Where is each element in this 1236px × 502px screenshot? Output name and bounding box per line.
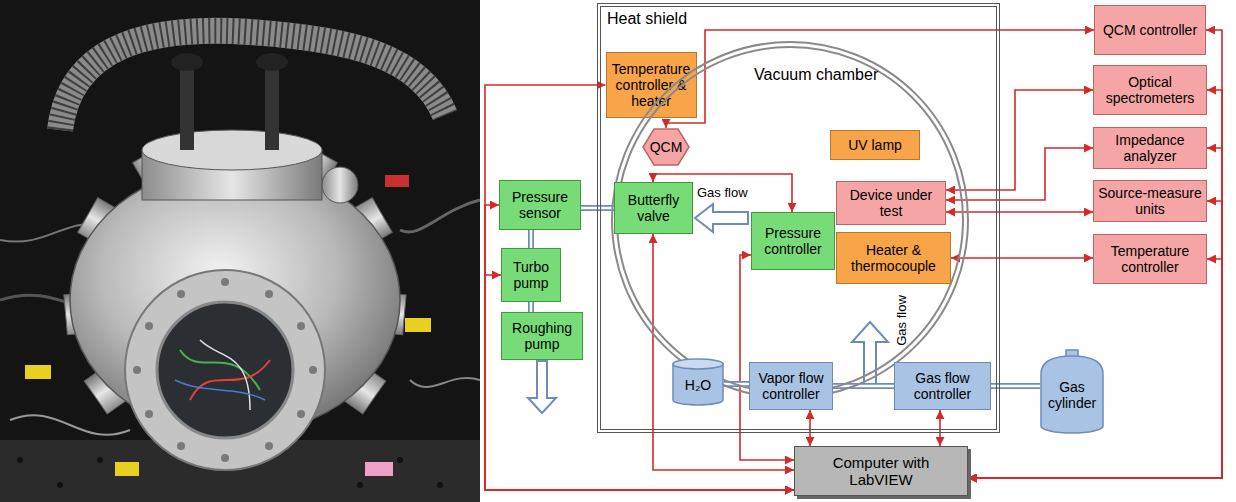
- signal-wire: [485, 205, 794, 490]
- signal-wire: [968, 90, 1222, 478]
- signal-line: [666, 30, 1094, 128]
- pressure-sensor-box: Pressure sensor: [499, 180, 581, 230]
- signal-wire: [968, 259, 1222, 478]
- signal-line: [968, 201, 1222, 478]
- chamber-photo: [0, 0, 480, 502]
- node-label: Device under test: [841, 187, 941, 219]
- node-label: Roughing pump: [506, 320, 578, 352]
- region-title: Vacuum chamber: [754, 66, 878, 84]
- bellows-hose: [60, 31, 445, 130]
- node-label: Temperature controller & heater: [611, 61, 692, 109]
- node-label: H₂O: [685, 377, 711, 393]
- vapor-controller-box: Vapor flow controller: [749, 362, 833, 410]
- node-label: Computer with LabVIEW: [823, 454, 939, 489]
- roughing-pump-box: Roughing pump: [501, 312, 583, 360]
- node-label: Gas flow controller: [899, 370, 986, 402]
- node-label: Vapor flow controller: [754, 370, 828, 402]
- node-label: Optical spectrometers: [1098, 74, 1202, 106]
- photo-background: [0, 0, 480, 502]
- signal-line: [946, 90, 1093, 190]
- top-flange: [142, 53, 322, 200]
- node-label: Temperature controller: [1098, 243, 1202, 275]
- signal-line: [968, 148, 1222, 478]
- connectors: [25, 167, 431, 476]
- instrument-box: Temperature controller: [1093, 234, 1207, 284]
- gas-line: [531, 302, 532, 312]
- butterfly-valve-box: Butterfly valve: [614, 182, 693, 234]
- signal-wire: [946, 148, 1093, 200]
- pressure-controller-box: Pressure controller: [751, 212, 835, 270]
- signal-wire: [951, 257, 1093, 259]
- turbo-pump-box: Turbo pump: [501, 248, 561, 302]
- qcm-hexagon: QCM: [642, 128, 690, 166]
- signal-line: [485, 205, 794, 490]
- signal-line: [810, 410, 811, 446]
- signal-wire: [968, 201, 1222, 478]
- signal-line: [946, 148, 1093, 200]
- gas-controller-box: Gas flow controller: [894, 362, 991, 410]
- node-label: Pressure controller: [756, 225, 830, 257]
- node-label: Source-measure units: [1098, 185, 1202, 217]
- instrument-box: QCM controller: [1094, 5, 1206, 55]
- instrument-box: Optical spectrometers: [1093, 65, 1207, 115]
- node-label: Impedance analyzer: [1098, 132, 1202, 164]
- signal-line: [968, 259, 1222, 478]
- flow-label: Gas flow: [697, 186, 748, 201]
- node-label: Turbo pump: [506, 259, 556, 291]
- water-reservoir: H₂O: [672, 358, 724, 406]
- instrument-box: Impedance analyzer: [1093, 127, 1207, 169]
- flow-label: Gas flow: [895, 295, 910, 346]
- node-label: Butterfly valve: [619, 192, 688, 224]
- gas-line: [531, 230, 532, 248]
- signal-wire: [968, 148, 1222, 478]
- gas-line-inner: [530, 230, 533, 248]
- signal-line: [968, 90, 1222, 478]
- signal-line: [968, 30, 1222, 478]
- gas-line-inner: [530, 302, 533, 312]
- device-box: Device under test: [836, 181, 946, 225]
- signal-wire: [968, 30, 1222, 478]
- bellows-ribs: [60, 31, 445, 130]
- signal-wire: [946, 90, 1093, 190]
- exhaust-arrow: [528, 361, 556, 413]
- heater-box: Heater & thermocouple: [836, 232, 951, 284]
- signal-line: [940, 410, 941, 446]
- node-label: QCM: [650, 139, 683, 155]
- node-label: Pressure sensor: [504, 189, 576, 221]
- gas-cylinder: Gas cylinder: [1040, 350, 1104, 434]
- gas-line-outer: [528, 230, 534, 248]
- region-title: Heat shield: [607, 10, 687, 28]
- signal-wire: [666, 30, 1094, 128]
- node-label: Gas cylinder: [1043, 379, 1101, 411]
- inlet-flow-arrow: [852, 322, 888, 386]
- node-label: UV lamp: [848, 137, 902, 153]
- signal-wire: [809, 410, 811, 446]
- heat-shield-region: Heat shieldTemperature controller & heat…: [597, 3, 1000, 433]
- uv-lamp-box: UV lamp: [830, 130, 920, 160]
- node-label: QCM controller: [1103, 22, 1197, 38]
- front-viewport: [125, 270, 325, 470]
- computer-box: Computer with LabVIEW: [794, 446, 968, 496]
- node-label: Heater & thermocouple: [841, 242, 946, 274]
- signal-wire: [939, 410, 941, 446]
- gas-line-outer: [528, 302, 534, 312]
- instrument-box: Source-measure units: [1093, 180, 1207, 222]
- signal-line: [951, 258, 1093, 259]
- outlet-flow-arrow: [695, 204, 748, 232]
